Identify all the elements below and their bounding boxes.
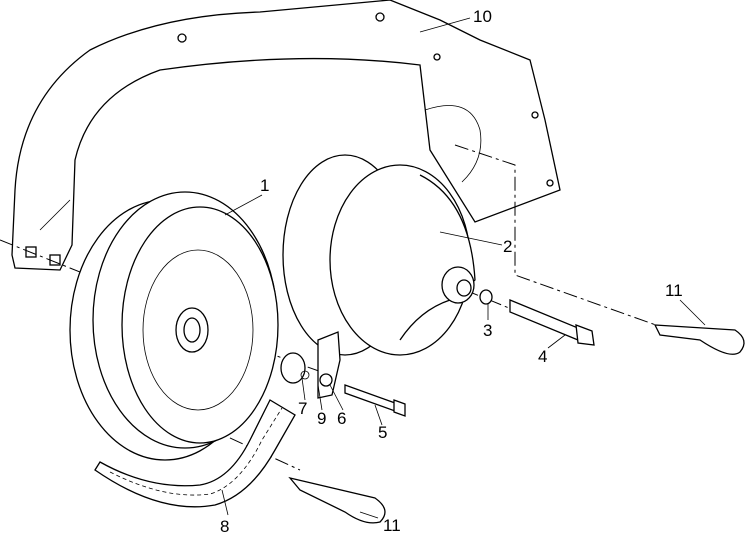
callout-11-right: 11	[665, 281, 683, 300]
hairpin-part-11-bottom	[288, 476, 386, 524]
callout-2: 2	[503, 237, 513, 256]
bolt-part-5	[344, 384, 406, 417]
callout-6: 6	[337, 409, 347, 428]
leader-lines	[221, 17, 706, 519]
callout-8: 8	[220, 517, 230, 535]
callout-3: 3	[483, 321, 493, 340]
driven-pulley-part-2	[282, 154, 493, 356]
belt-part-8	[94, 399, 296, 508]
bolt-part-4	[509, 299, 595, 346]
callout-11-bottom: 11	[383, 516, 401, 535]
bracket-assembly	[280, 331, 341, 399]
callout-5: 5	[378, 423, 388, 442]
hairpin-part-11-right	[653, 324, 745, 355]
callout-10: 10	[473, 7, 492, 26]
belt-cover-part-10	[11, 0, 561, 271]
callout-9: 9	[317, 409, 327, 428]
callout-7: 7	[298, 399, 308, 418]
callout-1: 1	[260, 176, 270, 195]
drive-pulley-part-1	[69, 191, 279, 461]
center-line-right	[454, 144, 671, 331]
callout-4: 4	[538, 347, 548, 366]
